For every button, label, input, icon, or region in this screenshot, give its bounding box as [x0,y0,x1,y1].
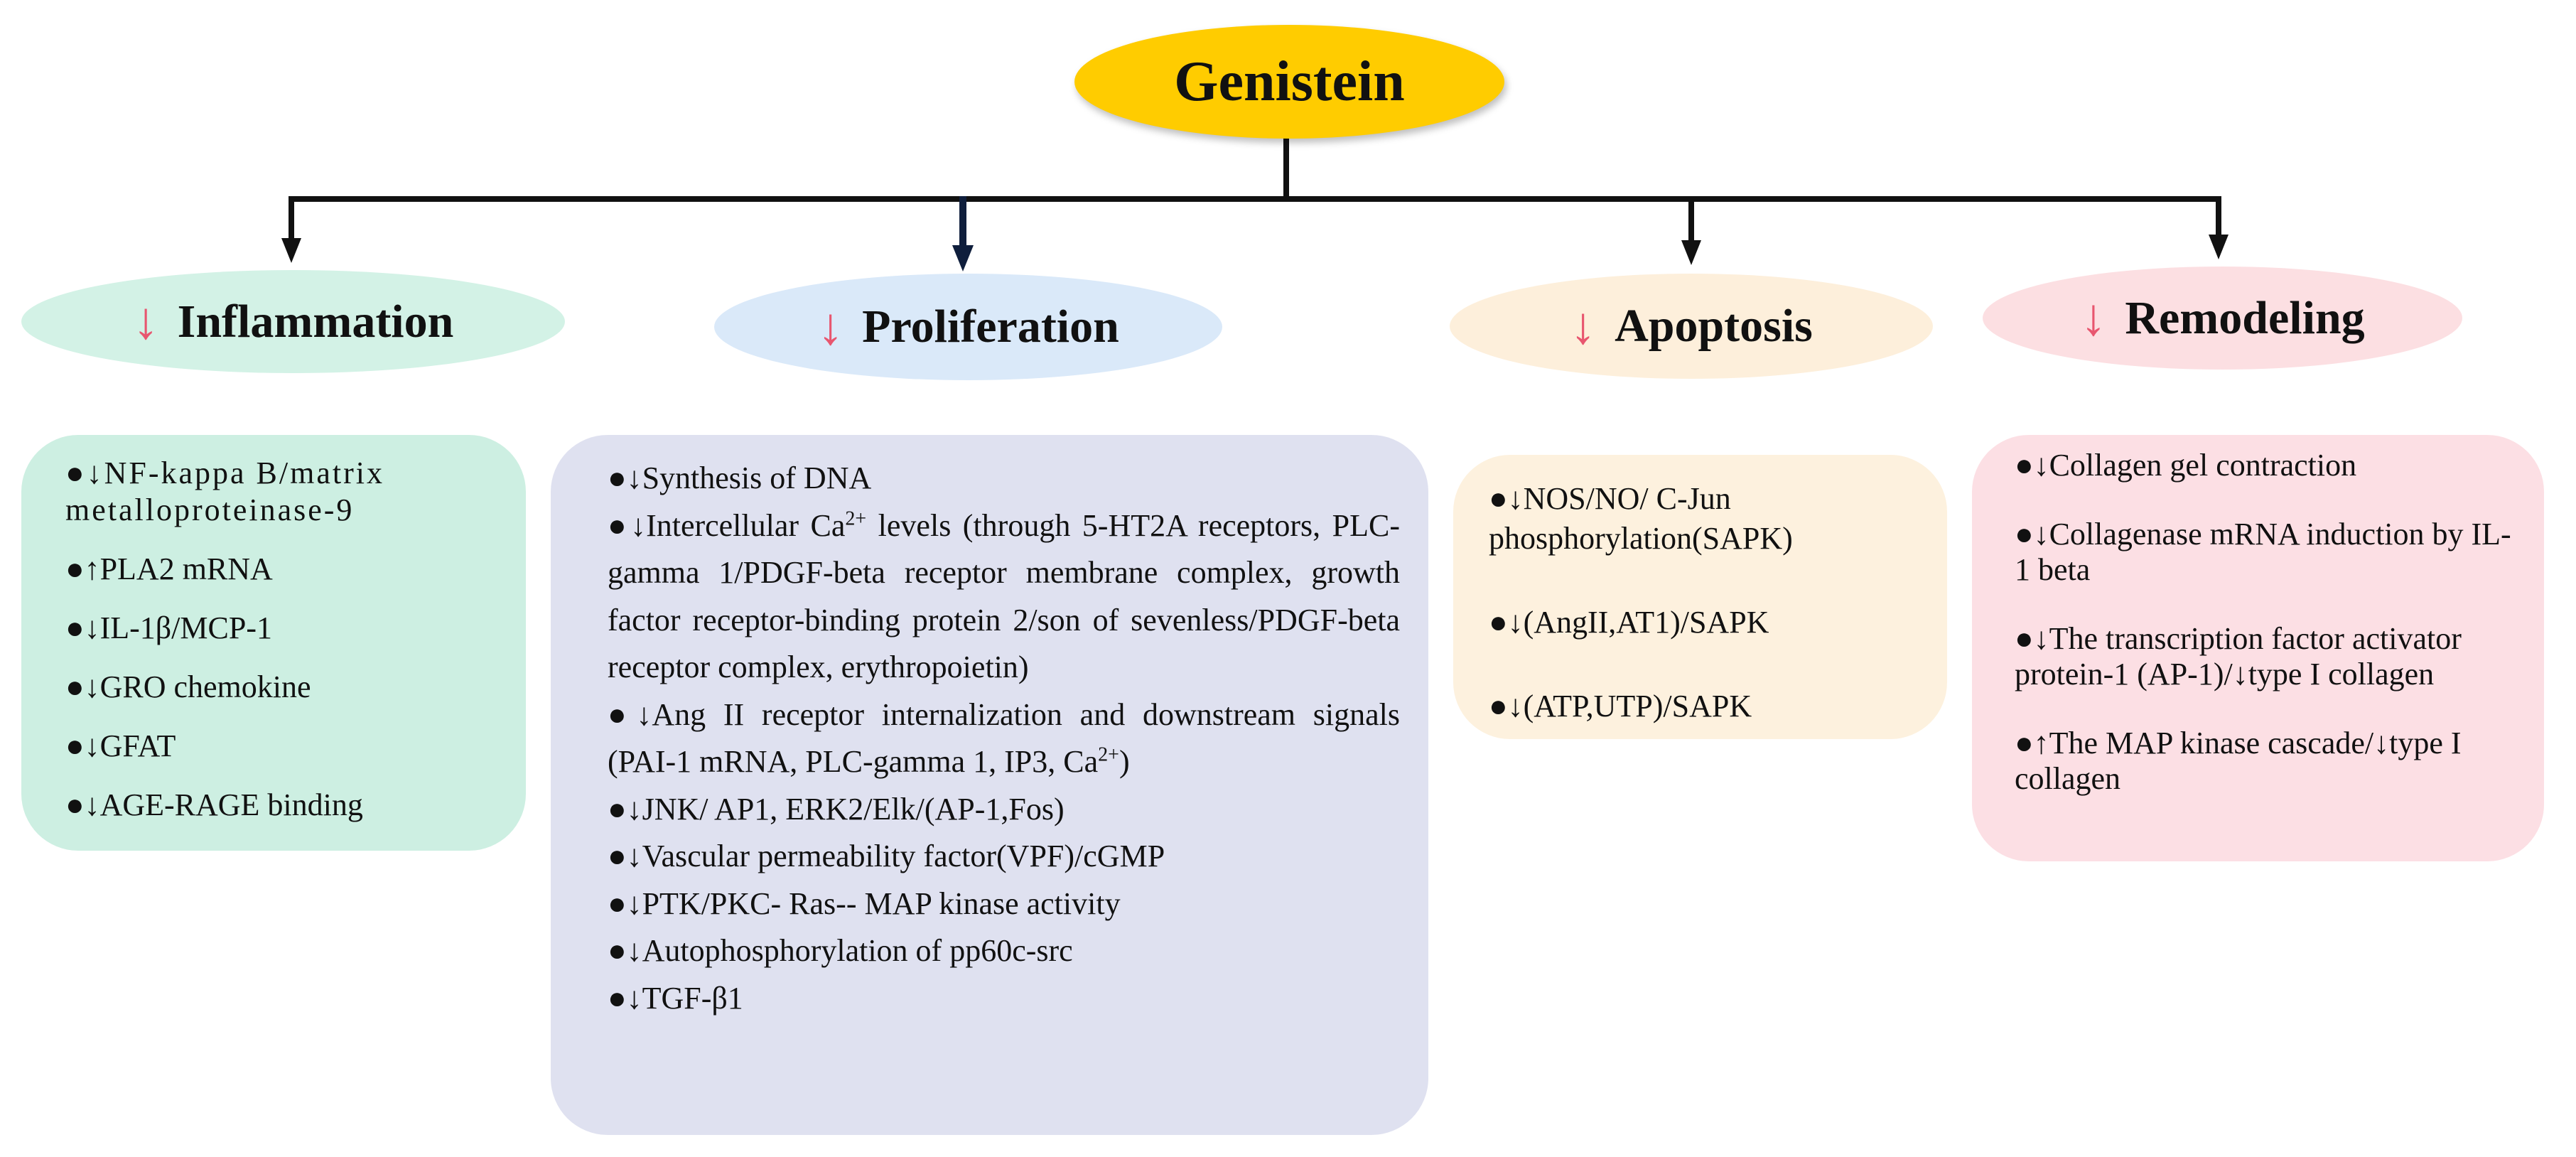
effect-item: ↓GFAT [65,728,512,765]
branch-arrowhead-apoptosis [1681,240,1701,265]
effect-item: ↑PLA2 mRNA [65,551,512,588]
effect-superscript: 2+ [845,507,867,529]
effect-item: ↓Autophosphorylation of pp60c-src [608,927,1400,975]
effect-item: ↓Intercellular Ca2+ levels (through 5-HT… [608,502,1400,691]
root-label: Genistein [1174,50,1405,113]
effect-text: ) [1119,744,1130,779]
category-proliferation: ↓ Proliferation [714,274,1222,380]
effect-item: ↓IL-1β/MCP-1 [65,610,512,647]
effect-item: ↓(ATP,UTP)/SAPK [1489,687,1933,726]
branch-arrowhead-inflammation [281,238,301,263]
category-label: Proliferation [862,301,1119,353]
effects-list: ↓Collagen gel contraction ↓Collagenase m… [2015,448,2523,797]
branch-arrowhead-remodeling [2209,235,2229,259]
effect-item: ↓Collagenase mRNA induction by IL-1 beta [2015,517,2523,588]
category-apoptosis: ↓ Apoptosis [1450,274,1933,379]
effect-item: ↓(AngII,AT1)/SAPK [1489,603,1933,642]
proliferation-effects-box: ↓Synthesis of DNA ↓Intercellular Ca2+ le… [551,435,1428,1135]
effect-item: ↓PTK/PKC- Ras-- MAP kinase activity [608,881,1400,928]
effect-item: ↑The MAP kinase cascade/↓type I collagen [2015,726,2523,797]
effect-item: ↓Collagen gel contraction [2015,448,2523,483]
effect-item: ↓The transcription factor activator prot… [2015,621,2523,692]
remodeling-effects-box: ↓Collagen gel contraction ↓Collagenase m… [1972,435,2544,861]
effect-item: ↓TGF-β1 [608,975,1400,1023]
decrease-arrow-icon: ↓ [132,292,159,350]
effect-item: ↓Vascular permeability factor(VPF)/cGMP [608,833,1400,881]
category-remodeling: ↓ Remodeling [1983,267,2462,370]
category-label: Inflammation [177,295,454,348]
effect-text: ↓Intercellular Ca [630,507,846,543]
effect-item: ↓NOS/NO/ C-Jun phosphorylation(SAPK) [1489,479,1933,559]
effect-item: ↓Ang II receptor internalization and dow… [608,691,1400,786]
genistein-root-node: Genistein [1074,25,1504,139]
effect-text: ↓Ang II receptor internalization and dow… [608,696,1400,780]
effect-item: ↓Synthesis of DNA [608,455,1400,502]
effect-item: ↓AGE-RAGE binding [65,787,512,824]
category-label: Apoptosis [1615,300,1813,352]
decrease-arrow-icon: ↓ [2080,289,2107,347]
effects-list: ↓Synthesis of DNA ↓Intercellular Ca2+ le… [608,455,1400,1022]
effects-list: ↓NOS/NO/ C-Jun phosphorylation(SAPK) ↓(A… [1489,479,1933,726]
category-label: Remodeling [2125,291,2365,344]
category-inflammation: ↓ Inflammation [21,270,565,373]
effect-text: levels (through 5-HT2A receptors, PLC-ga… [608,507,1401,685]
decrease-arrow-icon: ↓ [817,297,844,356]
effect-item: ↓GRO chemokine [65,669,512,706]
branch-arrowhead-proliferation [952,245,974,271]
apoptosis-effects-box: ↓NOS/NO/ C-Jun phosphorylation(SAPK) ↓(A… [1453,455,1947,739]
effect-superscript: 2+ [1098,743,1119,766]
effect-item: ↓NF-kappa B/matrix metalloproteinase-9 [65,455,512,529]
effects-list: ↓NF-kappa B/matrix metalloproteinase-9 ↑… [65,455,512,824]
decrease-arrow-icon: ↓ [1570,296,1597,355]
effect-item: ↓JNK/ AP1, ERK2/Elk/(AP-1,Fos) [608,786,1400,834]
inflammation-effects-box: ↓NF-kappa B/matrix metalloproteinase-9 ↑… [21,435,526,851]
